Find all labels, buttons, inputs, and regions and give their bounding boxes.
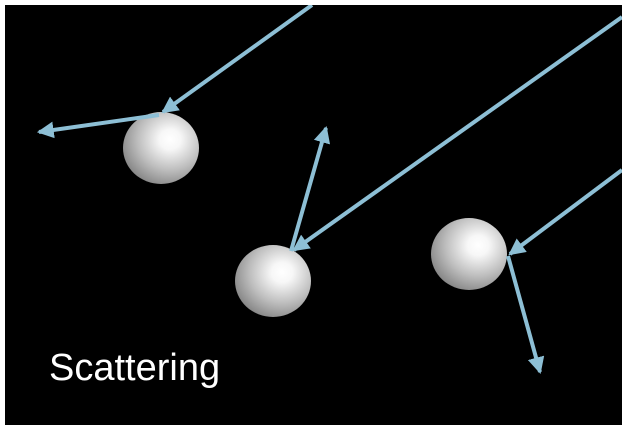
incident-ray-middle bbox=[292, 15, 622, 252]
scattering-diagram: Scattering bbox=[5, 5, 622, 425]
particle-middle bbox=[235, 245, 311, 317]
particle-right bbox=[431, 218, 507, 290]
scattered-ray-left bbox=[36, 113, 160, 139]
scattered-ray-middle bbox=[289, 125, 331, 252]
particle-left bbox=[123, 112, 199, 184]
incident-ray-left bbox=[161, 5, 314, 114]
diagram-caption: Scattering bbox=[49, 347, 221, 389]
scattered-ray-right bbox=[506, 255, 545, 375]
scattering-illustration bbox=[36, 5, 622, 375]
incident-ray-right bbox=[508, 168, 622, 256]
